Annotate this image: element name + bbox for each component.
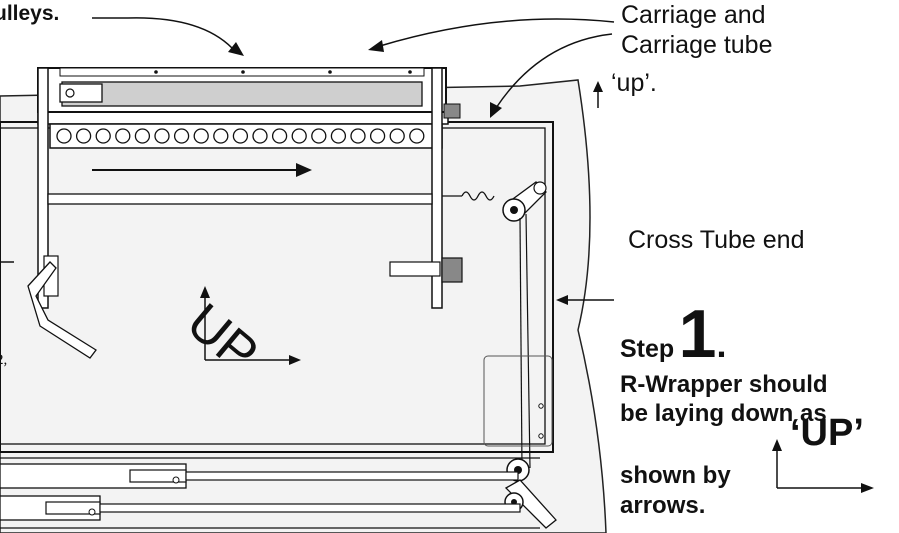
leader-carriage-2 — [495, 33, 613, 109]
pulley-circle — [369, 128, 386, 144]
instruction-text: R-Wrapper should be laying down as — [620, 370, 828, 428]
step-heading: Step 1. — [620, 300, 727, 368]
pulley-circle — [95, 128, 111, 144]
pulley-circle — [213, 128, 229, 144]
up-key-label: ‘UP’ — [790, 412, 864, 454]
pulley-circle — [56, 128, 72, 144]
pulley-row — [49, 123, 443, 149]
pulley-circle — [252, 128, 268, 144]
up-key-arrows — [772, 439, 874, 493]
pulleys-callout: ulleys. — [0, 2, 60, 25]
tension-spring — [461, 191, 495, 201]
pulley-circle — [311, 128, 327, 144]
left-lever — [27, 261, 97, 359]
carriage-end-block — [443, 103, 461, 119]
instruction-line4: arrows. — [620, 492, 706, 519]
carriage-callout: Carriage and Carriage tube — [621, 0, 772, 60]
instruction-line2: be laying down as — [620, 400, 827, 427]
step-dot: . — [716, 324, 727, 365]
pulley-circle — [330, 128, 347, 144]
leader-carriage-1 — [379, 18, 615, 47]
carriage-callout-line2: Carriage tube — [621, 31, 773, 59]
table-panel — [0, 79, 607, 533]
cross-tube-end-callout: Cross Tube end — [628, 226, 805, 254]
drive-cable — [519, 217, 523, 469]
step-word: Step — [620, 335, 675, 363]
pulley-circle — [193, 128, 209, 144]
carriage-up-callout: ‘up’. — [611, 69, 657, 97]
direction-arrow — [296, 163, 312, 177]
left-fragment-text: 2, — [0, 352, 8, 368]
diagram-up-arrows — [200, 286, 301, 365]
pulley-circle — [134, 128, 151, 144]
pulley-circle — [154, 128, 170, 144]
carriage-up-arrow — [593, 81, 603, 92]
pulley-circle — [75, 128, 92, 144]
pulley-circle — [291, 128, 307, 144]
pulley-circle — [350, 128, 366, 144]
pulley-circle — [173, 128, 190, 144]
pulley-circle — [389, 128, 405, 144]
right-post — [431, 67, 443, 309]
pulley-circle — [115, 128, 131, 144]
carriage-callout-line1: Carriage and — [621, 1, 766, 29]
lower-cross-bar — [47, 193, 433, 205]
carriage-roller — [61, 81, 423, 107]
pulley-circle — [232, 128, 249, 144]
cover-plate — [483, 355, 553, 447]
instruction-line3: shown by — [620, 462, 731, 489]
leader-pulleys — [92, 17, 233, 49]
lower-lever — [504, 479, 557, 529]
pulley-circle — [409, 128, 425, 144]
post-bracket — [441, 257, 463, 283]
instruction-line1: R-Wrapper should — [620, 371, 828, 398]
pulley-circle — [271, 128, 288, 144]
step-number: 1 — [678, 296, 717, 372]
left-post — [37, 67, 49, 309]
